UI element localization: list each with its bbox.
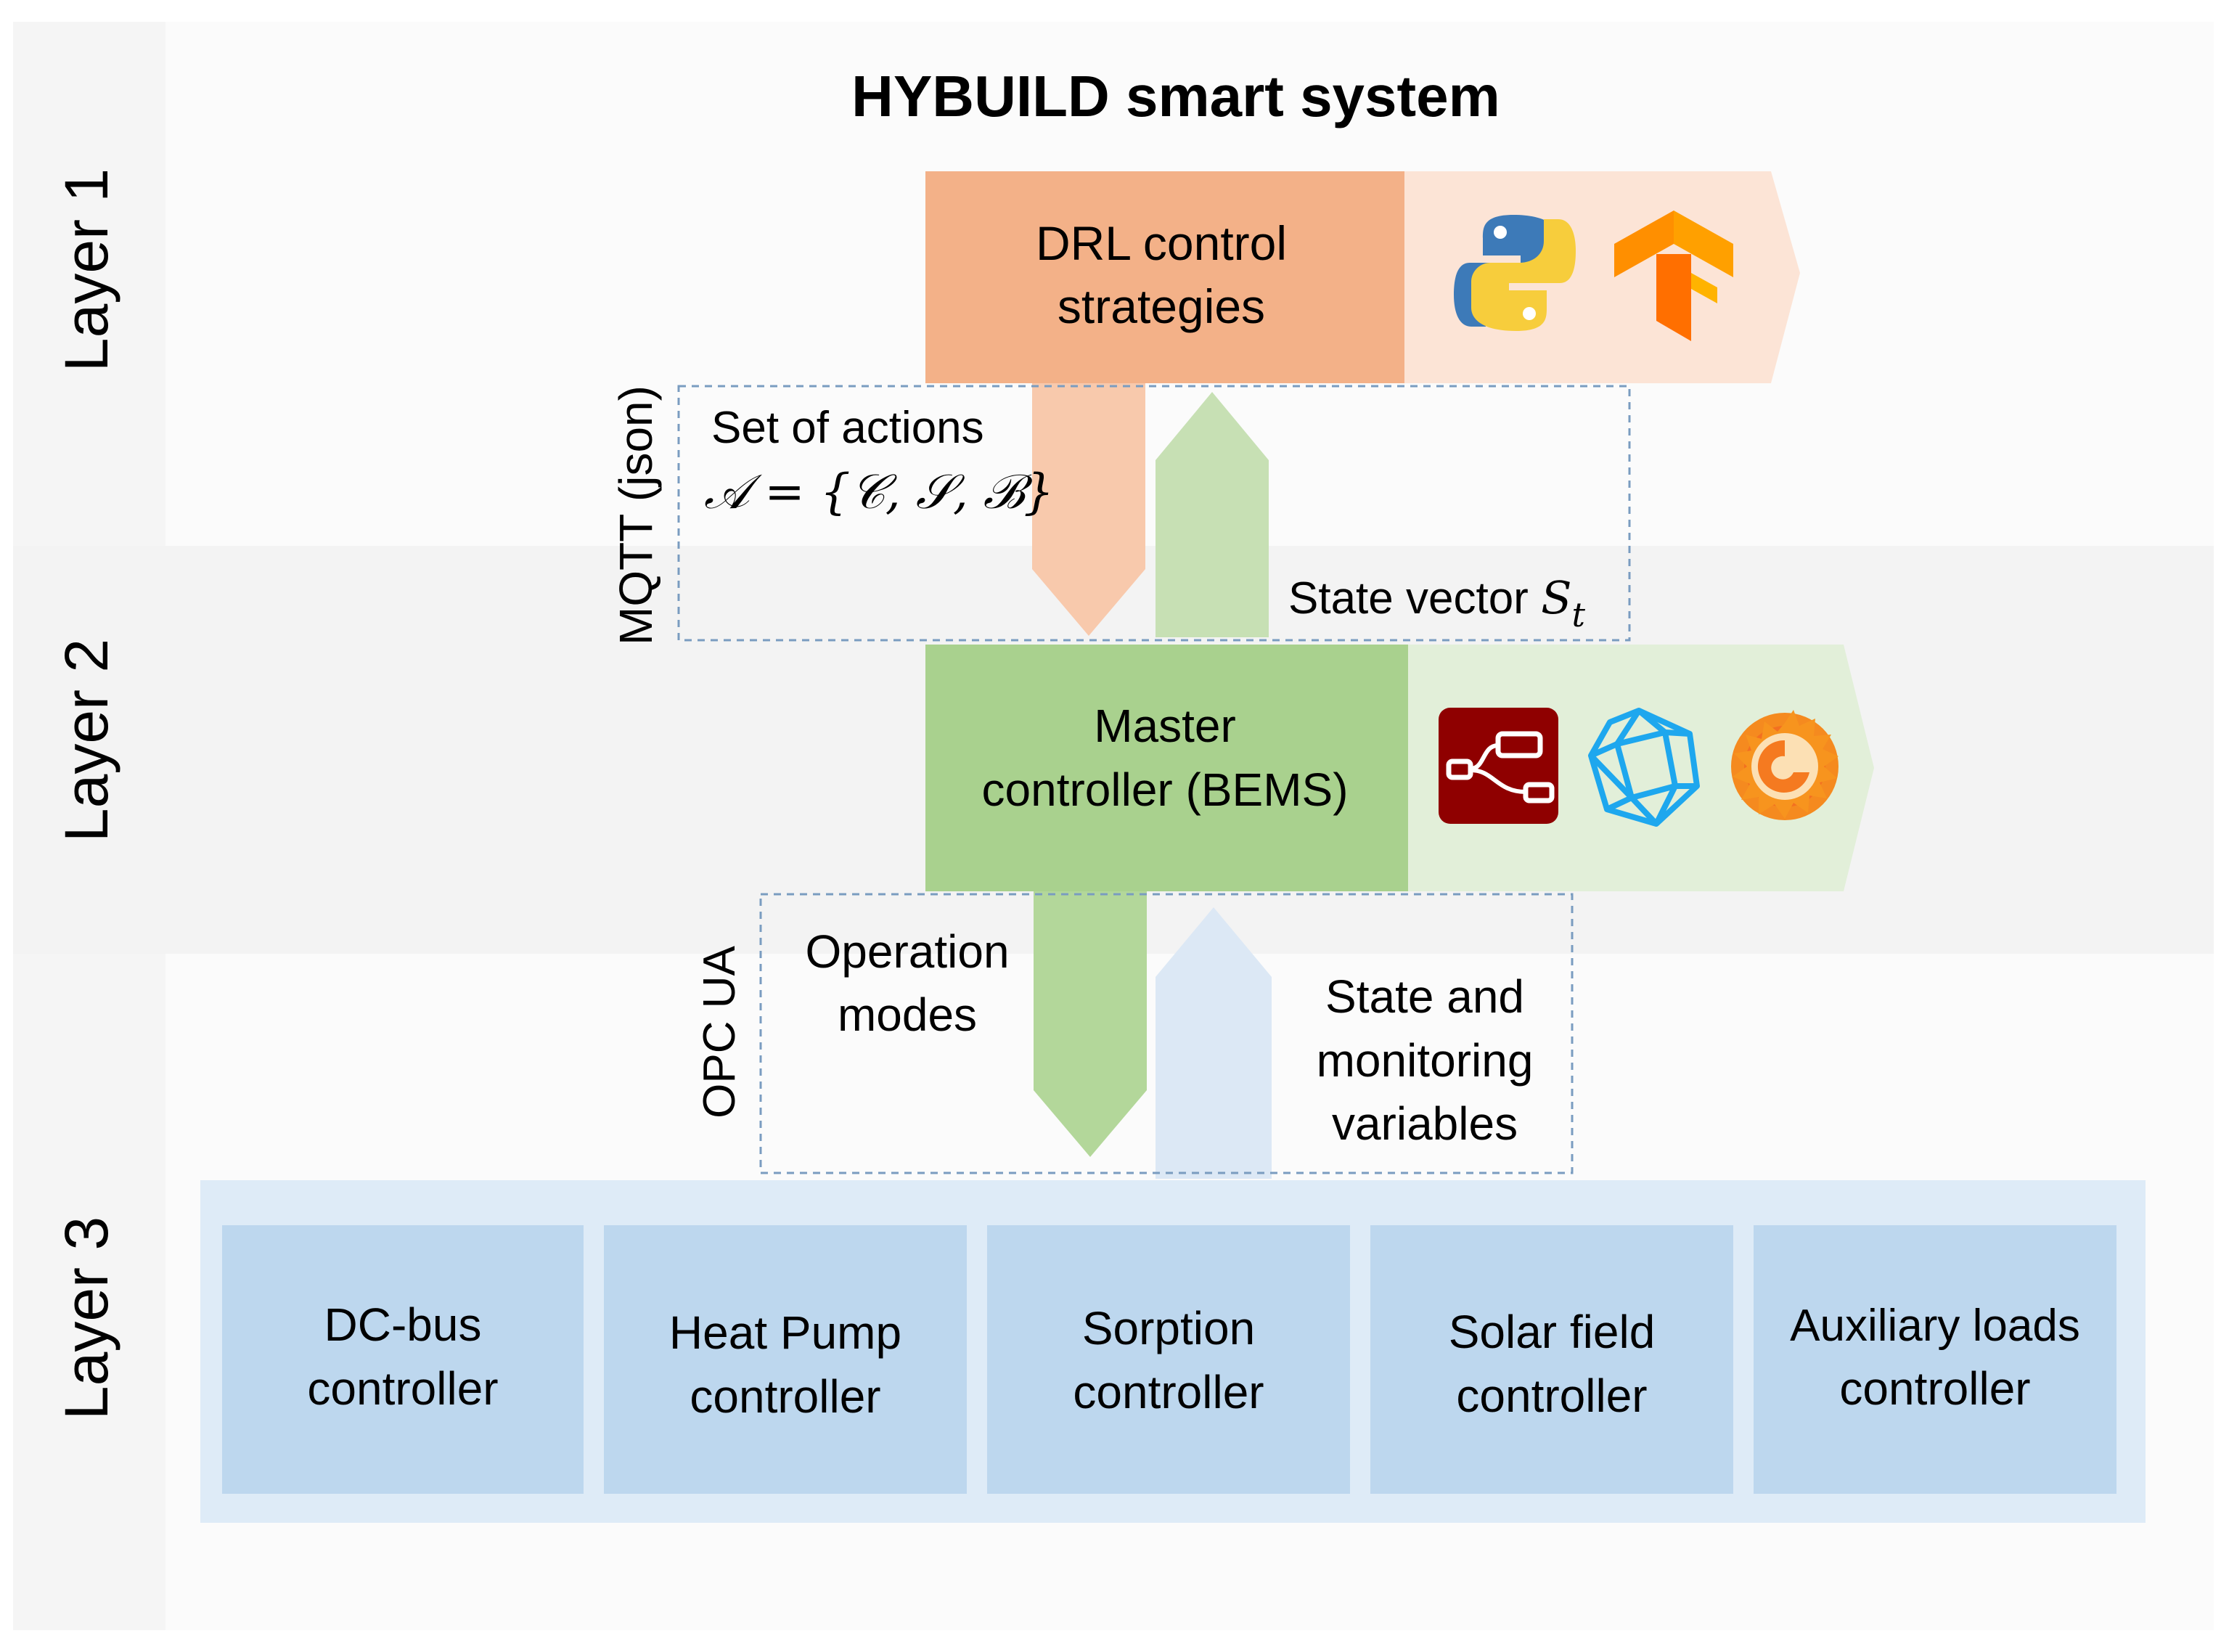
master-label-line1: Master <box>1094 700 1236 752</box>
controller-label-line1: DC-bus <box>324 1299 482 1351</box>
state-vector-subscript: t <box>1572 595 1586 634</box>
layer2-label: Layer 2 <box>52 639 120 842</box>
grafana-logo-icon <box>1731 710 1838 820</box>
monitoring-label-line2: monitoring <box>1317 1034 1534 1087</box>
controller-box <box>987 1225 1350 1494</box>
state-vector-symbol: S <box>1541 571 1571 624</box>
controller-label-line2: controller <box>1073 1366 1264 1418</box>
state-up-arrow <box>1156 392 1269 637</box>
actions-label: Set of actions <box>711 403 984 453</box>
python-logo-icon <box>1454 215 1576 331</box>
drl-control-box <box>925 171 1404 383</box>
operation-down-arrow <box>1034 891 1147 1157</box>
controller-box <box>1754 1225 2116 1494</box>
actions-formula: 𝒜 = {𝒞, 𝒮, ℬ} <box>704 464 1054 520</box>
controller-box <box>1370 1225 1733 1494</box>
controller-solar-field: Solar field controller <box>1370 1225 1733 1494</box>
layer1-label: Layer 1 <box>52 168 120 372</box>
master-label-line2: controller (BEMS) <box>982 764 1349 816</box>
operation-label-line2: modes <box>838 989 977 1041</box>
tensorflow-logo-icon <box>1614 210 1733 341</box>
monitoring-up-arrow <box>1156 907 1272 1179</box>
controller-label-line1: Solar field <box>1449 1306 1656 1358</box>
state-vector-text: State vector <box>1288 573 1541 623</box>
actions-down-arrow <box>1032 383 1145 636</box>
mqtt-protocol-label: MQTT (json) <box>610 385 662 645</box>
layer3-label: Layer 3 <box>52 1216 120 1420</box>
diagram-title: HYBUILD smart system <box>851 64 1500 128</box>
node-red-logo-icon <box>1439 708 1558 824</box>
controller-label-line1: Sorption <box>1082 1302 1255 1354</box>
controller-auxiliary-loads: Auxiliary loads controller <box>1754 1225 2116 1494</box>
drl-label-line2: strategies <box>1058 279 1265 333</box>
icosahedron-logo-icon <box>1588 708 1700 827</box>
controller-label-line2: controller <box>690 1370 880 1423</box>
controller-heat-pump: Heat Pump controller <box>604 1225 967 1494</box>
monitoring-label-line1: State and <box>1325 970 1524 1023</box>
controller-label-line2: controller <box>1456 1370 1647 1422</box>
controller-label-line2: controller <box>1839 1362 2030 1415</box>
controller-sorption: Sorption controller <box>987 1225 1350 1494</box>
controller-label-line1: Heat Pump <box>669 1307 901 1359</box>
mqtt-dashed-frame <box>677 385 1631 642</box>
opcua-protocol-label: OPC UA <box>695 946 745 1119</box>
controller-box <box>222 1225 584 1494</box>
controller-label-line1: Auxiliary loads <box>1790 1301 2080 1351</box>
state-vector-label: State vector St <box>1288 571 1586 634</box>
operation-label-line1: Operation <box>805 925 1009 978</box>
master-controller-box <box>925 645 1408 891</box>
opcua-dashed-frame <box>759 893 1574 1174</box>
controller-label-line2: controller <box>307 1362 498 1415</box>
controller-box <box>604 1225 967 1494</box>
monitoring-label-line3: variables <box>1332 1097 1518 1150</box>
controller-dc-bus: DC-bus controller <box>222 1225 584 1494</box>
drl-label-line1: DRL control <box>1036 216 1287 270</box>
